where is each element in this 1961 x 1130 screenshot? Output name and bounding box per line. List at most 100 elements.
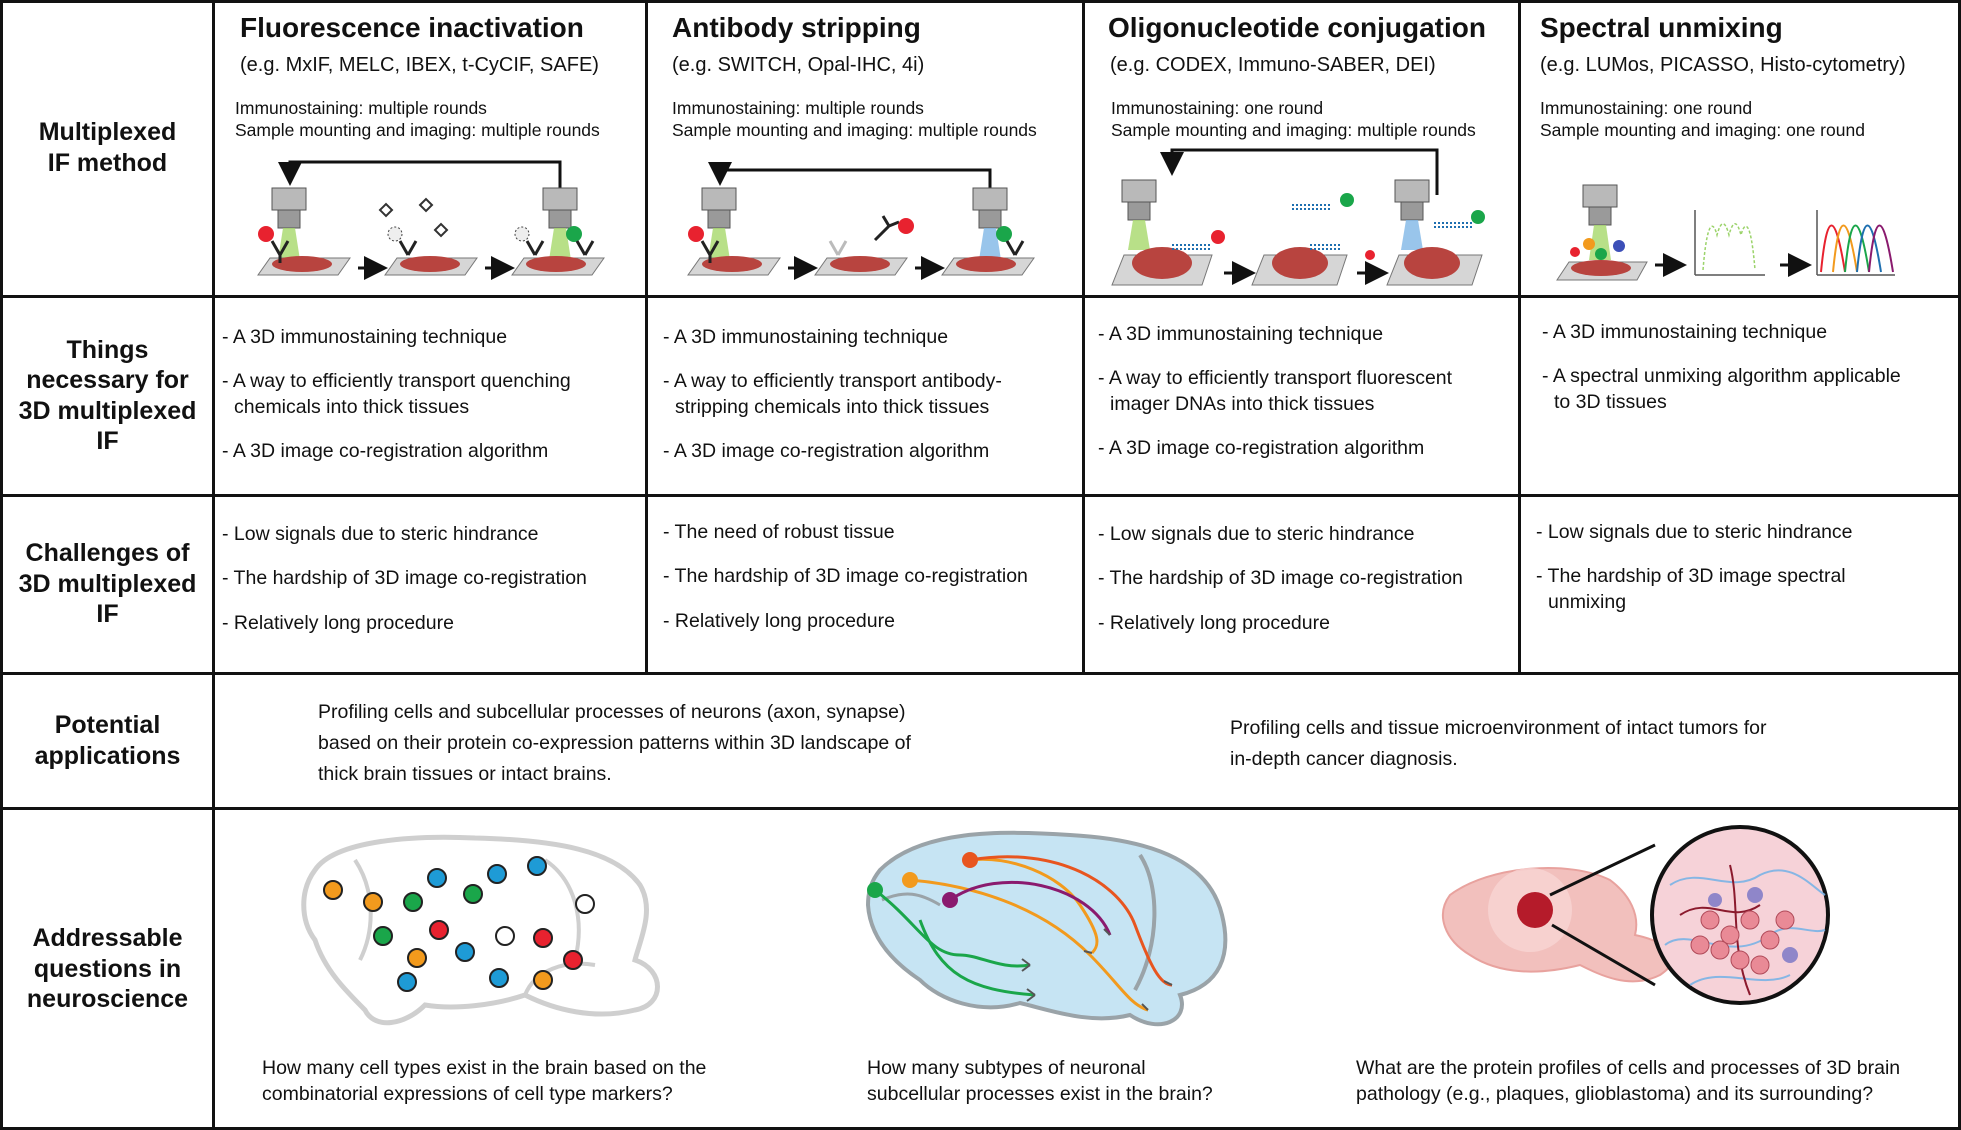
microscope-icon [1394,179,1430,250]
table-border-bottom [0,1127,1961,1130]
challenges-list: - Low signals due to steric hindrance - … [1098,522,1513,655]
list-item: - The hardship of 3D image co-registrati… [663,565,1028,588]
cell-marker [495,926,515,946]
list-item: - A 3D immunostaining technique [1098,323,1384,345]
list-item: - Relatively long procedure [663,609,895,632]
table-border-left [0,0,3,1130]
brain-pathology-illustration [1441,825,1830,1005]
oligonucleotide-illustration [1111,148,1485,286]
necessary-list: - A 3D immunostaining technique - A way … [663,325,1078,483]
antibody-stripping-illustration [687,162,1035,280]
immunostaining-rounds: Immunostaining: one round [1540,98,1753,118]
cell-marker [463,884,483,904]
neuron-soma [902,872,918,888]
list-item: - Low signals due to steric hindrance [1536,521,1853,543]
question-subcellular-processes: How many subtypes of neuronal subcellula… [867,1057,1213,1106]
column-divider [1082,0,1085,674]
column-examples: (e.g. LUMos, PICASSO, Histo-cytometry) [1540,54,1906,76]
spectral-unmixing-illustration [1556,184,1895,281]
list-item: - The hardship of 3D image co-registrati… [222,567,587,590]
question-cell-types: How many cell types exist in the brain b… [262,1057,707,1106]
column-title: Fluorescence inactivation [240,12,584,43]
table-border-right [1958,0,1961,1130]
microscope-icon [972,187,1008,260]
list-item: - A 3D immunostaining technique [663,326,949,348]
neuron-soma [867,882,883,898]
row-header-challenges: Challenges of 3D multiplexed IF [18,539,197,629]
list-item: - Relatively long procedure [1098,611,1330,634]
cell-marker [323,880,343,900]
column-title: Spectral unmixing [1540,12,1783,43]
neuron-soma [942,892,958,908]
list-item: - A 3D image co-registration algorithm [222,440,549,463]
unmixed-spectra-chart-icon [1816,210,1895,276]
row-divider [0,672,1961,675]
application-tumors: Profiling cells and tissue microenvironm… [1230,717,1767,771]
imaging-rounds: Sample mounting and imaging: multiple ro… [1111,120,1476,140]
column-examples: (e.g. MxIF, MELC, IBEX, t-CyCIF, SAFE) [240,54,599,76]
microscope-icon [1121,179,1157,250]
necessary-list: - A 3D immunostaining technique - A way … [222,325,637,483]
column-title: Oligonucleotide conjugation [1108,12,1486,43]
row-divider [0,295,1961,298]
list-item: - A 3D image co-registration algorithm [1098,437,1425,460]
list-item: - A 3D immunostaining technique [1542,321,1828,343]
list-item: - A 3D image co-registration algorithm [663,440,990,463]
cell-marker [407,948,427,968]
table-border-top [0,0,1961,3]
row-header-method: Multiplexed IF method [38,118,177,177]
column-divider [1518,0,1521,674]
challenges-list: - Low signals due to steric hindrance - … [1536,520,1951,634]
imaging-rounds: Sample mounting and imaging: one round [1540,120,1865,140]
list-item: - Low signals due to steric hindrance [1098,523,1415,545]
cell-marker [363,892,383,912]
challenges-list: - The need of robust tissue - The hardsh… [663,520,1078,653]
immunostaining-rounds: Immunostaining: multiple rounds [235,98,487,118]
list-item: - A 3D immunostaining technique [222,326,508,348]
list-item: - A way to efficiently transport antibod… [663,370,1002,418]
imaging-rounds: Sample mounting and imaging: multiple ro… [672,120,1037,140]
cell-marker [527,856,547,876]
immunostaining-rounds: Immunostaining: one round [1111,98,1324,118]
list-item: - The need of robust tissue [663,521,895,543]
row-header-necessary: Things necessary for 3D multiplexed IF [18,335,197,456]
cell-marker [427,868,447,888]
cell-marker [533,928,553,948]
challenges-list: - Low signals due to steric hindrance - … [222,522,637,655]
list-item: - A way to efficiently transport fluores… [1098,367,1453,415]
brain-cell-types-illustration [301,834,660,1026]
cell-marker [429,920,449,940]
brain-projections-illustration [865,830,1228,1027]
list-item: - A spectral unmixing algorithm applicab… [1542,365,1901,413]
cell-marker [533,970,553,990]
necessary-list: - A 3D immunostaining technique - A way … [1098,322,1513,480]
column-examples: (e.g. SWITCH, Opal-IHC, 4i) [672,54,925,76]
microscope-icon [542,187,578,260]
neuron-soma [962,852,978,868]
tumor-cluster [1517,892,1553,928]
header-column-divider [212,0,215,1130]
row-header-questions: Addressable questions in neuroscience [26,924,189,1014]
list-item: - Relatively long procedure [222,611,454,634]
column-examples: (e.g. CODEX, Immuno-SABER, DEI) [1110,54,1436,76]
cell-marker [403,892,423,912]
immunostaining-rounds: Immunostaining: multiple rounds [672,98,924,118]
question-brain-pathology: What are the protein profiles of cells a… [1356,1057,1901,1106]
mixed-spectrum-chart-icon [1694,210,1765,276]
microscope-icon [701,187,737,260]
cell-marker [455,942,475,962]
row-divider [0,494,1961,497]
cell-marker [397,972,417,992]
fluorescence-inactivation-illustration [257,160,605,280]
row-divider [0,807,1961,810]
list-item: - A way to efficiently transport quenchi… [222,370,571,418]
list-item: - The hardship of 3D image spectral unmi… [1536,565,1846,613]
cell-marker [487,864,507,884]
row-header-applications: Potential applications [34,711,181,770]
column-divider [645,0,648,674]
imaging-rounds: Sample mounting and imaging: multiple ro… [235,120,600,140]
cell-marker [489,968,509,988]
list-item: - The hardship of 3D image co-registrati… [1098,567,1463,590]
cell-marker [373,926,393,946]
